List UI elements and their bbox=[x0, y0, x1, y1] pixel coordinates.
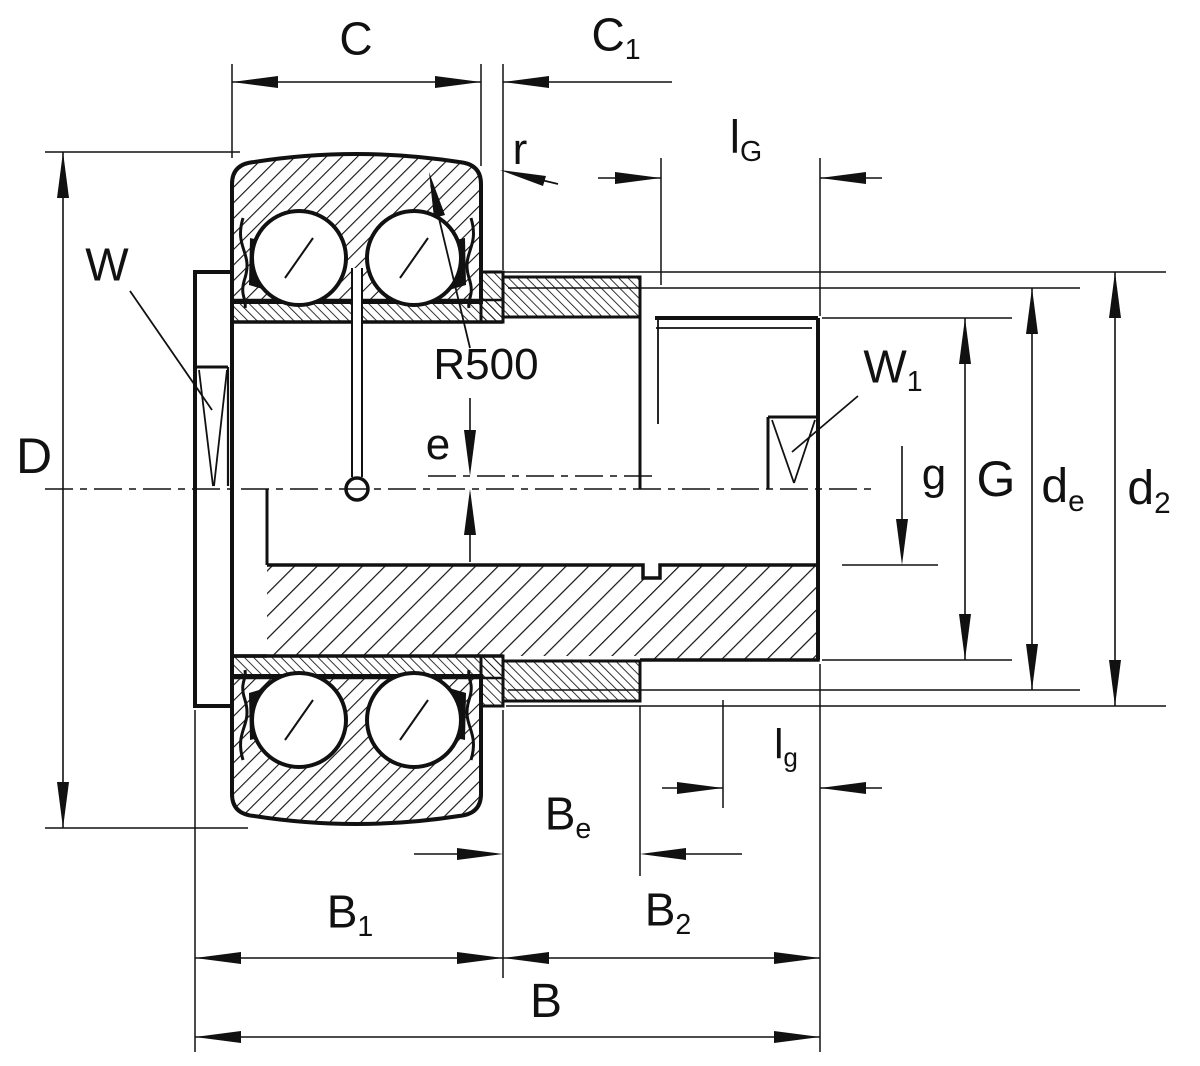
label-Be: Be bbox=[544, 787, 592, 846]
label-B: B bbox=[529, 975, 563, 1029]
inner-ring-bottom bbox=[230, 654, 505, 680]
label-W1: W1 bbox=[863, 340, 923, 399]
label-D: D bbox=[15, 427, 53, 484]
leader-W1 bbox=[791, 395, 859, 453]
thread-symbol-W1 bbox=[771, 419, 816, 484]
label-B2: B2 bbox=[644, 883, 692, 942]
label-lg: lg bbox=[774, 720, 798, 773]
dimension-lines bbox=[57, 76, 1121, 1043]
dim-D bbox=[57, 152, 69, 828]
ball-row-top bbox=[250, 209, 463, 307]
inner-ring-protrusion-bottom bbox=[479, 654, 505, 708]
leader-R500 bbox=[429, 172, 471, 349]
label-W: W bbox=[85, 238, 129, 291]
dim-C bbox=[232, 76, 481, 88]
dim-lg bbox=[662, 782, 882, 794]
dim-d2 bbox=[1109, 272, 1121, 706]
dim-e bbox=[464, 398, 476, 562]
collar-band-bottom bbox=[501, 659, 642, 703]
inner-ring-protrusion-top bbox=[479, 270, 505, 324]
dim-de bbox=[1026, 288, 1038, 690]
dim-G bbox=[959, 318, 971, 660]
label-B1: B1 bbox=[326, 885, 374, 944]
lubrication-hole bbox=[344, 268, 370, 502]
dim-B bbox=[195, 1031, 820, 1043]
dim-B1 bbox=[195, 952, 503, 964]
leader-W bbox=[129, 290, 213, 411]
label-e: e bbox=[425, 419, 451, 469]
dim-C1 bbox=[503, 76, 672, 88]
dim-B2 bbox=[503, 952, 820, 964]
label-d2: d2 bbox=[1127, 462, 1171, 521]
label-de: de bbox=[1041, 460, 1085, 519]
collar-band-top bbox=[501, 275, 642, 319]
leader-lines bbox=[129, 170, 859, 453]
label-C1: C1 bbox=[591, 8, 641, 67]
centerlines bbox=[45, 475, 875, 490]
leader-r bbox=[500, 170, 559, 186]
label-G: G bbox=[976, 450, 1016, 507]
dim-lG bbox=[598, 172, 882, 184]
label-r: r bbox=[512, 124, 528, 174]
label-R500: R500 bbox=[433, 339, 539, 389]
dim-g bbox=[896, 446, 908, 565]
dim-Be bbox=[414, 848, 742, 860]
label-lG: lG bbox=[729, 110, 763, 169]
label-C: C bbox=[339, 12, 373, 65]
extension-lines bbox=[45, 64, 1166, 1052]
label-g: g bbox=[921, 449, 947, 499]
ball-row-bottom bbox=[250, 671, 463, 769]
stud-section-hatch bbox=[232, 489, 820, 662]
thread-symbol-W bbox=[198, 369, 228, 487]
